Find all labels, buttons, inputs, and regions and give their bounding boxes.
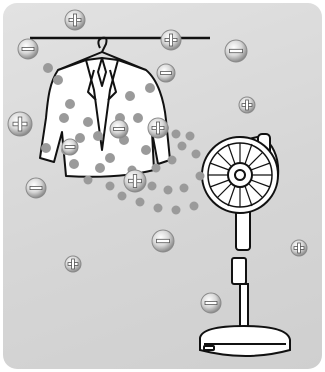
ion-plus-icon: [65, 10, 85, 30]
illustration-panel: [3, 3, 322, 369]
ion-plus-icon: [239, 97, 255, 113]
fan-stand-icon: [200, 190, 290, 356]
ion-minus-icon: [18, 39, 38, 59]
ion-plus-icon: [8, 112, 32, 136]
ion-plus-icon: [124, 170, 146, 192]
ion-plus-icon: [65, 256, 81, 272]
ion-minus-icon: [201, 293, 221, 313]
illustration-svg: [3, 3, 322, 369]
ion-minus-icon: [110, 120, 128, 138]
ion-minus-icon: [152, 230, 174, 252]
ion-minus-icon: [26, 178, 46, 198]
ion-minus-icon: [157, 64, 175, 82]
ion-plus-icon: [291, 240, 307, 256]
ion-plus-icon: [161, 30, 181, 50]
ion-minus-icon: [62, 139, 78, 155]
ion-plus-icon: [148, 118, 168, 138]
ion-minus-icon: [225, 40, 247, 62]
fan-head-icon: [202, 134, 278, 213]
